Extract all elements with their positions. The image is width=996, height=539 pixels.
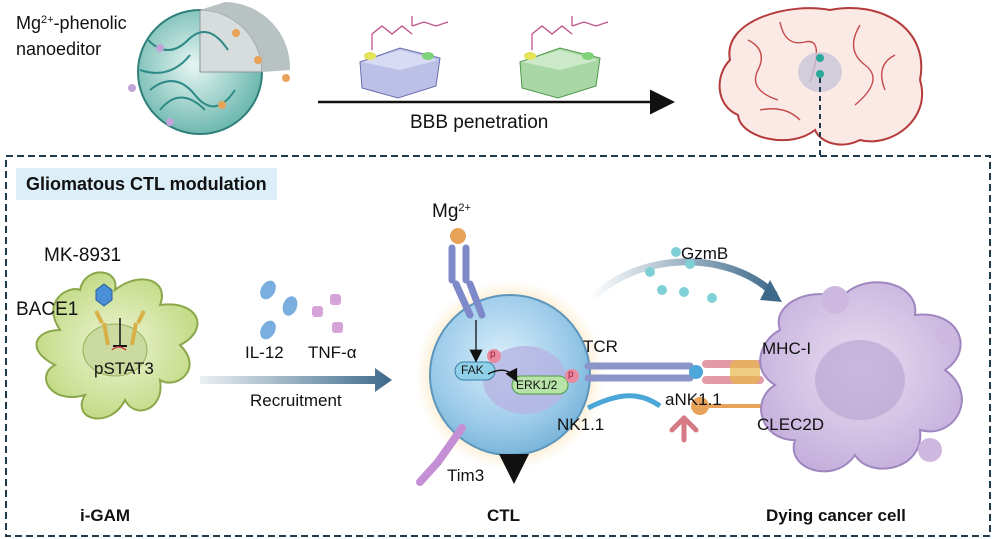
- cytokines: [260, 280, 343, 340]
- tcr-mhc-interface: [584, 360, 790, 443]
- erk-phospho-label: p: [568, 369, 574, 380]
- bace1-label: BACE1: [16, 299, 79, 320]
- carrier-green: [519, 16, 609, 99]
- clec2d-label: CLEC2D: [757, 415, 825, 434]
- il12-label: IL-12: [245, 343, 284, 362]
- ctl-caption: CTL: [487, 506, 521, 525]
- ank11-label: aNK1.1: [665, 390, 722, 409]
- nanoeditor-particle: [128, 2, 291, 135]
- carrier-purple: [359, 16, 449, 99]
- recruitment-label: Recruitment: [250, 391, 342, 410]
- cancer-cell: [759, 281, 963, 473]
- gzmb-granules: [645, 247, 717, 303]
- gzmb-arrow: [587, 258, 778, 303]
- tcr-label: TCR: [583, 337, 618, 356]
- brain-illustration: [718, 7, 923, 155]
- tim3-label: Tim3: [447, 466, 485, 485]
- gam-caption: i-GAM: [80, 506, 131, 525]
- panel-title: Gliomatous CTL modulation: [16, 168, 277, 200]
- cancer-caption: Dying cancer cell: [766, 506, 906, 525]
- nanoeditor-label-line2: nanoeditor: [16, 39, 102, 59]
- fak-label: FAK: [461, 363, 484, 377]
- ctl-cell: [415, 228, 605, 486]
- erk-label: ERK1/2: [516, 378, 558, 392]
- tnf-label: TNF-α: [308, 343, 357, 362]
- mhc-label: MHC-I: [762, 339, 812, 358]
- recruitment-arrow: [200, 368, 392, 392]
- nanoeditor-label: Mg2+-phenolic: [16, 13, 127, 33]
- pstat3-label: pSTAT3: [94, 359, 154, 378]
- bbb-penetration-label: BBB penetration: [410, 112, 549, 133]
- nk11-label: NK1.1: [557, 415, 605, 434]
- mk8931-label: MK-8931: [44, 245, 122, 266]
- gam-cell: [35, 271, 199, 420]
- gzmb-label: GzmB: [681, 244, 729, 263]
- fak-phospho-label: p: [490, 349, 496, 360]
- mg-ion-label: Mg2+: [432, 201, 471, 222]
